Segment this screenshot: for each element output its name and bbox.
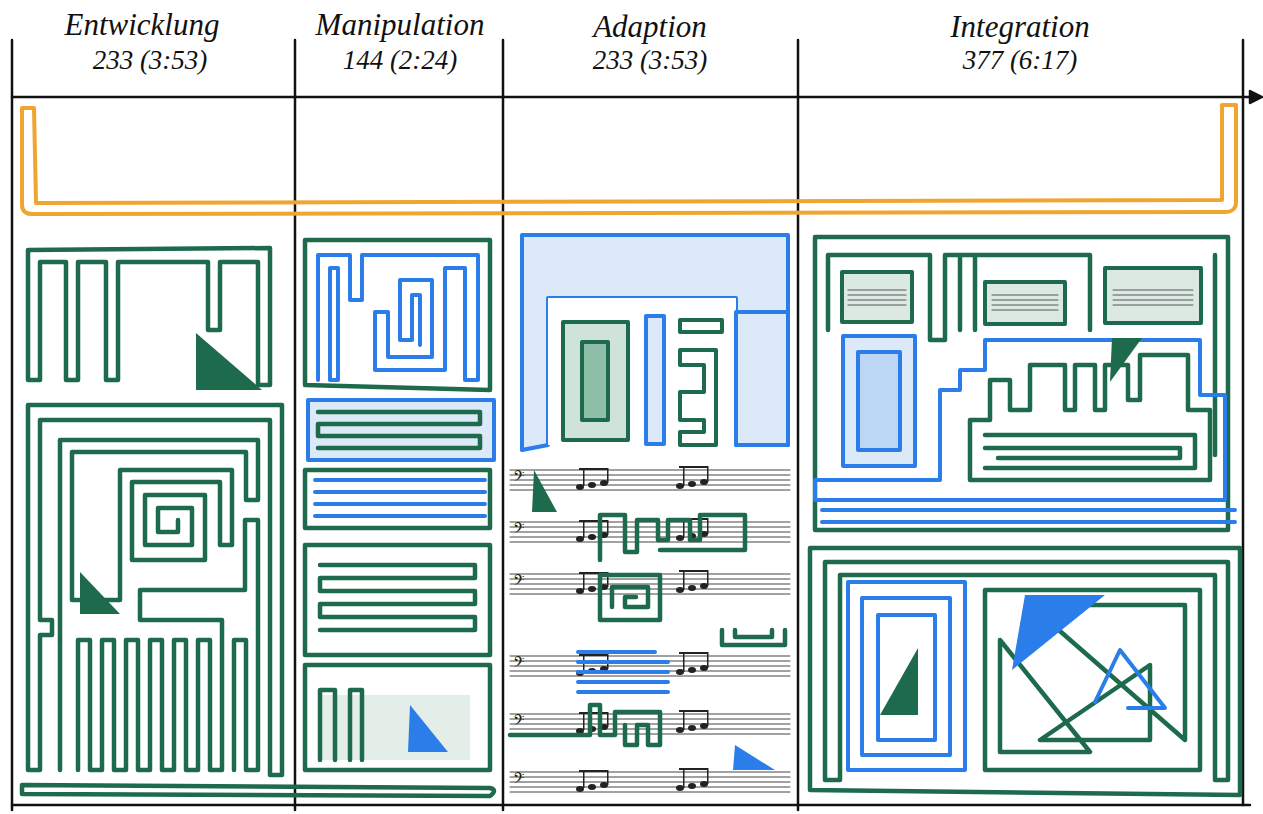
svg-text:𝄢: 𝄢 — [513, 467, 525, 488]
section-length: 233 (3:53) — [93, 46, 208, 76]
section-title: Integration — [950, 10, 1090, 44]
section-title: Adaption — [593, 10, 707, 44]
section-title: Entwicklung — [65, 8, 220, 42]
section-title: Manipulation — [316, 8, 485, 42]
section-length: 144 (2:24) — [343, 46, 458, 76]
section-length: 377 (6:17) — [963, 46, 1078, 76]
section-length: 233 (3:53) — [593, 46, 708, 76]
